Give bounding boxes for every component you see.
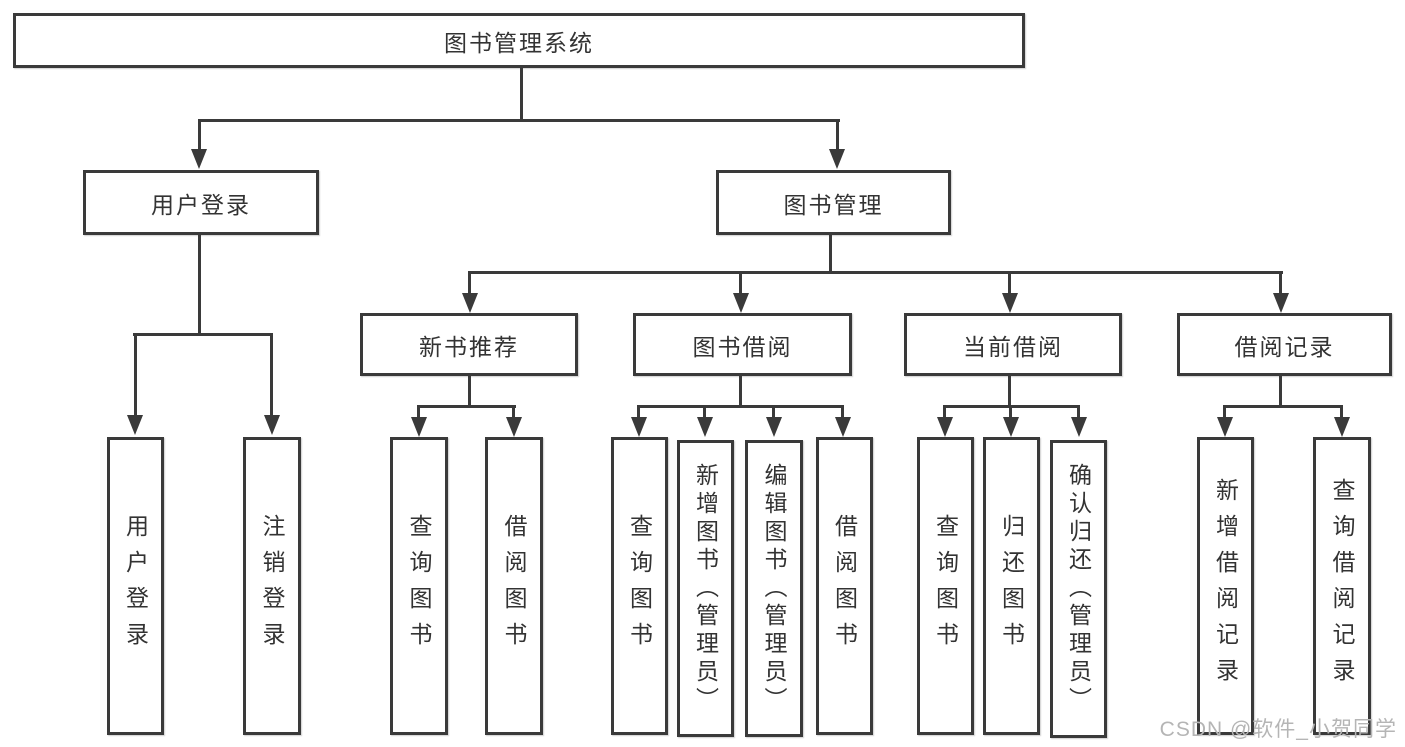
connector-stem	[468, 376, 471, 407]
leaf-confirm-return-admin: 确认归还（管理员）	[1050, 440, 1107, 738]
connector-shaft	[512, 405, 515, 417]
arrowhead-down-icon	[191, 149, 207, 169]
leaf-label: 借阅图书	[501, 514, 527, 658]
connector-shaft	[943, 405, 946, 417]
node-borrow-record: 借阅记录	[1177, 313, 1392, 376]
leaf-label: 归还图书	[998, 514, 1025, 658]
node-book-borrow: 图书借阅	[633, 313, 852, 376]
leaf-add-books-admin: 新增图书（管理员）	[677, 440, 734, 737]
arrowhead-down-icon	[264, 415, 280, 435]
leaf-label: 新增图书（管理员）	[692, 462, 719, 715]
node-label: 借阅记录	[1234, 333, 1335, 360]
connector-shaft	[198, 119, 201, 150]
connector-rail	[944, 405, 1080, 408]
leaf-label: 用户登录	[122, 514, 149, 658]
connector-root-rail	[198, 119, 840, 122]
leaf-borrow-books: 借阅图书	[816, 437, 873, 735]
leaf-edit-books-admin: 编辑图书（管理员）	[745, 440, 803, 737]
leaf-label: 注销登录	[259, 514, 285, 658]
arrowhead-down-icon	[127, 415, 143, 435]
arrowhead-down-icon	[462, 293, 478, 313]
connector-user-login-rail	[133, 333, 273, 336]
connector-shaft	[1340, 405, 1343, 417]
connector-shaft	[1223, 405, 1226, 417]
connector-shaft	[841, 405, 844, 417]
connector-shaft	[1009, 405, 1012, 417]
watermark: CSDN @软件_小贺同学	[1159, 718, 1397, 741]
connector-book-mgmt-rail	[469, 271, 1283, 274]
connector-rail	[418, 405, 516, 408]
connector-stem	[739, 376, 742, 407]
arrowhead-down-icon	[1003, 417, 1019, 437]
leaf-query-books: 查询图书	[611, 437, 668, 735]
connector-shaft	[270, 333, 273, 415]
connector-shaft	[772, 405, 775, 417]
arrowhead-down-icon	[766, 417, 782, 437]
arrowhead-down-icon	[835, 417, 851, 437]
connector-shaft	[1279, 271, 1282, 293]
connector-shaft	[1008, 271, 1011, 293]
node-current-borrow: 当前借阅	[904, 313, 1122, 376]
arrowhead-down-icon	[1217, 417, 1233, 437]
leaf-query-borrow-record: 查询借阅记录	[1313, 437, 1371, 735]
arrowhead-down-icon	[733, 293, 749, 313]
connector-shaft	[1077, 405, 1080, 417]
arrowhead-down-icon	[697, 417, 713, 437]
leaf-query-books: 查询图书	[917, 437, 974, 735]
arrowhead-down-icon	[829, 149, 845, 169]
connector-book-mgmt-stem	[829, 235, 832, 273]
node-library-management-system: 图书管理系统	[13, 13, 1025, 68]
leaf-label: 查询借阅记录	[1329, 478, 1355, 694]
leaf-label: 新增借阅记录	[1212, 478, 1239, 694]
arrowhead-down-icon	[1273, 293, 1289, 313]
connector-shaft	[836, 119, 839, 150]
node-label: 图书管理	[783, 191, 884, 218]
connector-root-stem	[520, 68, 523, 121]
leaf-return-books: 归还图书	[983, 437, 1040, 735]
node-label: 当前借阅	[963, 333, 1063, 360]
connector-shaft	[637, 405, 640, 417]
arrowhead-down-icon	[1334, 417, 1350, 437]
arrowhead-down-icon	[1071, 417, 1087, 437]
connector-shaft	[468, 271, 471, 293]
node-label: 图书借阅	[692, 333, 793, 360]
leaf-label: 查询图书	[406, 514, 432, 658]
leaf-user-login: 用户登录	[107, 437, 164, 735]
node-user-login-group: 用户登录	[83, 170, 319, 235]
leaf-label: 编辑图书（管理员）	[761, 462, 787, 715]
arrowhead-down-icon	[411, 417, 427, 437]
arrowhead-down-icon	[631, 417, 647, 437]
leaf-label: 确认归还（管理员）	[1065, 463, 1092, 715]
connector-user-login-stem	[198, 235, 201, 335]
arrowhead-down-icon	[506, 417, 522, 437]
node-book-management: 图书管理	[716, 170, 951, 235]
connector-shaft	[134, 333, 137, 415]
node-label: 新书推荐	[419, 333, 519, 360]
connector-shaft	[703, 405, 706, 417]
connector-stem	[1008, 376, 1011, 407]
leaf-add-borrow-record: 新增借阅记录	[1197, 437, 1254, 735]
connector-stem	[1279, 376, 1282, 407]
leaf-query-books: 查询图书	[390, 437, 448, 735]
arrowhead-down-icon	[1002, 293, 1018, 313]
node-label: 用户登录	[151, 191, 251, 218]
connector-shaft	[417, 405, 420, 417]
leaf-label: 查询图书	[626, 514, 653, 658]
node-new-book-recommend: 新书推荐	[360, 313, 578, 376]
leaf-label: 查询图书	[932, 514, 959, 658]
connector-rail	[1224, 405, 1343, 408]
connector-rail	[638, 405, 844, 408]
leaf-label: 借阅图书	[831, 514, 858, 658]
node-label: 图书管理系统	[444, 29, 594, 56]
connector-shaft	[739, 271, 742, 293]
leaf-logout: 注销登录	[243, 437, 301, 735]
leaf-borrow-books: 借阅图书	[485, 437, 543, 735]
arrowhead-down-icon	[937, 417, 953, 437]
